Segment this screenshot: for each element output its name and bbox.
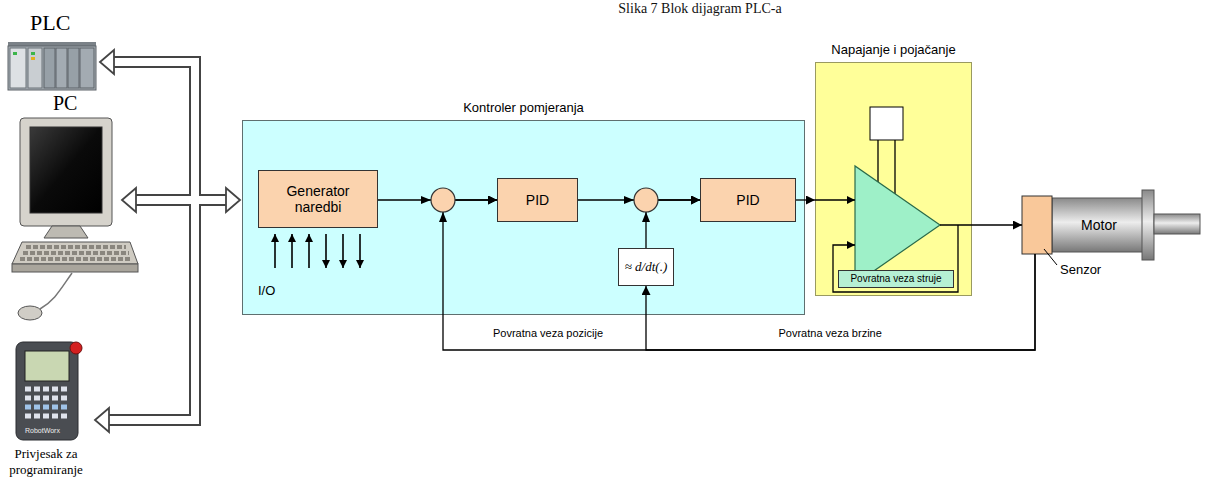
output-arrow — [342, 234, 344, 268]
motor-flange — [1142, 190, 1154, 260]
plc-led — [31, 52, 35, 55]
bus-head — [95, 408, 109, 432]
plc-illustration — [8, 42, 96, 90]
node-text: PID — [736, 192, 759, 208]
pendant-screen — [25, 351, 69, 381]
amplifier-triangle — [855, 166, 940, 284]
arrowhead — [439, 212, 447, 222]
bus-arrows — [95, 50, 240, 432]
feedback-box: Povratna veza struje — [838, 270, 954, 288]
derivative-box: ≈ d/dt(.) — [618, 248, 674, 286]
pendant-keys — [25, 405, 69, 410]
output-arrow — [359, 234, 361, 268]
plc-io-module — [56, 48, 67, 88]
input-wire — [815, 199, 855, 200]
input-arrow — [274, 234, 276, 268]
output-arrow — [325, 234, 327, 268]
node-text: ≈ d/dt(.) — [625, 260, 668, 275]
band-ground — [243, 121, 805, 315]
edge-label: Povratna veza pozicije — [491, 327, 605, 340]
arrowhead — [421, 196, 431, 204]
pid-box: PID — [497, 178, 578, 222]
amplifier-illustration — [815, 107, 972, 292]
io-arrows — [275, 234, 360, 268]
output-wire — [940, 224, 972, 226]
plc-led — [31, 57, 35, 60]
motor-assembly: Motor — [1022, 196, 1202, 254]
node-text: Motor — [1081, 217, 1117, 233]
mouse-cable — [40, 273, 72, 309]
mouse — [18, 306, 42, 320]
summing-junction — [431, 188, 455, 212]
keyboard-keys — [20, 257, 132, 261]
bus-outline — [109, 62, 226, 420]
keyboard-front — [12, 264, 138, 272]
arrowhead — [642, 212, 650, 222]
plc-power-module — [10, 48, 26, 88]
signal-connector — [796, 199, 815, 200]
signal-connector — [443, 200, 1035, 350]
arrowhead — [624, 196, 634, 204]
device-label: Privjesak za programiranje — [0, 446, 92, 477]
band-heading: Kontroler pomjeranja — [242, 101, 805, 116]
plc-body — [8, 46, 96, 90]
watermark: RobotWorx — [25, 427, 60, 435]
pendant-body — [16, 342, 78, 440]
plc-io-module — [80, 48, 94, 88]
monitor-stand — [44, 226, 88, 238]
keyboard — [12, 242, 138, 264]
pendant-keys — [25, 414, 69, 419]
signal-connector — [972, 224, 1022, 225]
plc-led — [13, 52, 17, 55]
band-heading: Napajanje i pojačanje — [815, 43, 972, 58]
signal-label: I/O — [258, 283, 275, 299]
motor-body — [1052, 198, 1144, 252]
bus-head — [100, 50, 114, 74]
input-arrow — [308, 234, 310, 268]
sensor-block — [1022, 196, 1052, 254]
process-box: Generator naredbi — [258, 170, 378, 228]
node-text: PID — [526, 192, 549, 208]
emergency-stop — [70, 342, 82, 354]
edge-label: Povratna veza brzine — [777, 327, 884, 340]
pendant-keys — [25, 387, 69, 392]
pendant-keys — [25, 396, 69, 401]
pc-illustration — [12, 118, 138, 320]
power-band: Napajanje i pojačanjePovratna veza struj… — [815, 62, 972, 296]
device-label: PLC — [30, 10, 70, 36]
supply-wire — [894, 140, 895, 194]
band-ground — [816, 63, 972, 296]
part-label: Senzor — [1060, 262, 1101, 278]
leader-line — [1044, 249, 1057, 265]
monitor-case — [20, 118, 112, 226]
plc-io-module — [44, 48, 55, 88]
input-arrow — [291, 234, 293, 268]
pendant-illustration — [16, 342, 82, 440]
motor-illustration — [1022, 190, 1200, 265]
plc-cpu-module — [28, 48, 42, 88]
device-label: PC — [53, 91, 77, 115]
node-text: Povratna veza struje — [850, 273, 941, 285]
pid-box: PID — [700, 178, 796, 222]
summing-junction — [634, 188, 658, 212]
supply-wire — [877, 140, 878, 182]
supply-box — [870, 107, 903, 140]
bus-head — [122, 188, 136, 212]
bus-fill — [109, 62, 226, 420]
current-feedback-loop — [833, 225, 958, 292]
motor-shaft — [1154, 214, 1200, 234]
keyboard-keys — [23, 251, 129, 255]
signal-connector — [646, 254, 1035, 350]
bus-head — [226, 188, 240, 212]
plc-io-module — [68, 48, 79, 88]
keyboard-keys — [26, 245, 126, 249]
node-text: Generator naredbi — [263, 183, 373, 215]
controller-band: Kontroler pomjeranjaGenerator naredbiPID… — [242, 120, 805, 315]
monitor-screen — [30, 127, 102, 213]
figure-caption: Slika 7 Blok dijagram PLC-a — [500, 1, 900, 17]
